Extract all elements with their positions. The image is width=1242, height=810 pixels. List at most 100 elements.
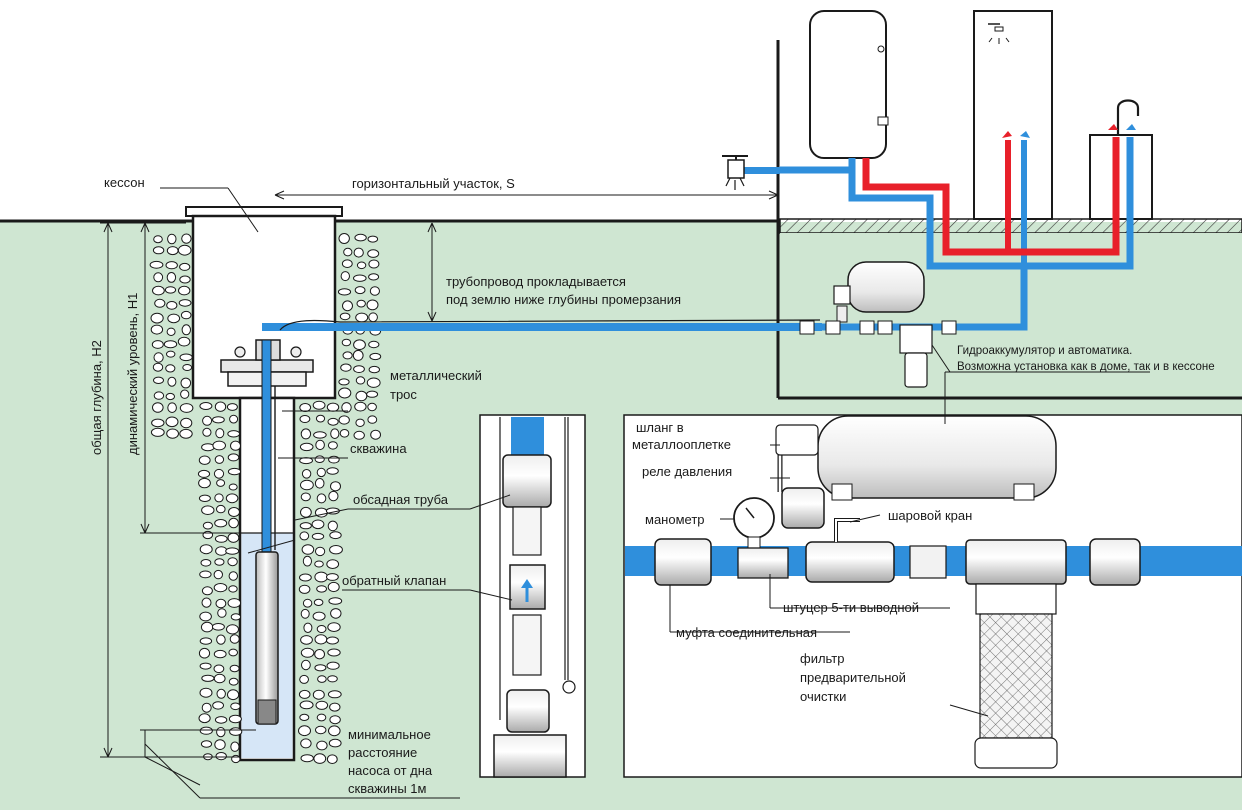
gravel-stone <box>312 400 326 410</box>
gravel-stone <box>315 546 326 557</box>
gravel-stone <box>229 634 240 644</box>
label-well: скважина <box>350 441 407 456</box>
gravel-stone <box>177 244 192 256</box>
gravel-stone <box>299 522 312 530</box>
gravel-stone <box>199 611 212 622</box>
gravel-stone <box>327 648 341 657</box>
gravel-stone <box>302 598 313 608</box>
gravel-stone <box>165 416 179 428</box>
label-accumulator-line1: Гидроаккумулятор и автоматика. <box>957 345 1132 357</box>
gravel-stone <box>152 362 164 372</box>
gravel-stone <box>311 519 325 530</box>
label-pipeline-line2: под землю ниже глубины промерзания <box>446 292 681 307</box>
label-min-distance-line4: скважины 1м <box>348 781 427 796</box>
gravel-stone <box>317 675 327 683</box>
gravel-stone <box>214 401 227 412</box>
label-casing-pipe: обсадная труба <box>353 492 449 507</box>
gravel-stone <box>227 430 241 438</box>
gravel-stone <box>337 288 352 296</box>
gravel-stone <box>198 713 211 724</box>
gravel-stone <box>178 299 192 307</box>
gravel-stone <box>343 247 353 257</box>
gravel-stone <box>227 689 240 701</box>
gravel-stone <box>216 634 226 645</box>
gravel-stone <box>166 327 176 336</box>
gravel-stone <box>153 352 164 363</box>
accumulator-small <box>799 261 957 388</box>
gravel-stone <box>213 649 227 659</box>
gravel-stone <box>199 637 213 645</box>
label-accumulator-line2: Возможна установка как в доме, так и в к… <box>957 361 1215 373</box>
gravel-stone <box>316 493 327 504</box>
gravel-stone <box>167 233 177 245</box>
gravel-stone <box>327 690 342 699</box>
gravel-stone <box>214 535 228 543</box>
gravel-stone <box>355 376 366 385</box>
gravel-stone <box>151 418 165 428</box>
gravel-stone <box>166 272 177 283</box>
gravel-stone <box>329 531 342 540</box>
gravel-stone <box>198 647 211 659</box>
gravel-stone <box>328 725 341 737</box>
gravel-stone <box>314 571 329 583</box>
gravel-stone <box>211 623 225 631</box>
gravel-stone <box>300 608 310 619</box>
gravel-stone <box>327 622 341 632</box>
gravel-stone <box>329 702 341 712</box>
gravel-stone <box>198 494 211 502</box>
gravel-stone <box>315 439 325 451</box>
gravel-stone <box>368 312 378 323</box>
gravel-stone <box>215 428 225 439</box>
gravel-stone <box>326 573 339 581</box>
gravel-stone <box>151 340 164 349</box>
gravel-stone <box>150 324 164 335</box>
gravel-stone <box>300 492 311 502</box>
gravel-stone <box>327 520 338 532</box>
gravel-stone <box>165 392 176 401</box>
shower-valves-icon <box>1002 131 1030 138</box>
gravel-stone <box>368 273 380 281</box>
gravel-stone <box>228 585 238 593</box>
gravel-stone <box>326 661 340 670</box>
gravel-stone <box>314 560 324 568</box>
label-filter-line1: фильтр <box>800 651 844 666</box>
gravel-stone <box>316 625 327 633</box>
gravel-stone <box>327 675 338 683</box>
gravel-stone <box>326 402 340 412</box>
gravel-stone <box>366 299 379 311</box>
gravel-stone <box>202 530 214 540</box>
gravel-stone <box>330 608 342 619</box>
gravel-stone <box>369 352 382 361</box>
gravel-stone <box>368 340 380 349</box>
gravel-stone <box>197 469 211 478</box>
gravel-stone <box>301 469 312 479</box>
gravel-stone <box>216 479 226 487</box>
gravel-stone <box>200 559 212 567</box>
gravel-stone <box>216 727 226 738</box>
automation-detail <box>625 415 1242 769</box>
label-metal-cable-line2: трос <box>390 387 417 402</box>
gravel-stone <box>201 443 215 452</box>
gravel-stone <box>338 233 350 244</box>
gravel-stone <box>198 455 211 465</box>
gravel-stone <box>152 246 165 255</box>
gravel-stone <box>199 402 213 410</box>
gravel-stone <box>338 387 352 399</box>
gravel-stone <box>227 532 240 543</box>
gravel-stone <box>300 428 312 440</box>
gravel-stone <box>366 377 381 388</box>
gravel-stone <box>228 714 242 724</box>
gravel-stone <box>179 262 191 271</box>
gravel-stone <box>154 298 166 308</box>
water-heater-indicator <box>877 116 889 126</box>
gravel-stone <box>300 635 313 645</box>
gravel-stone <box>328 455 340 464</box>
gravel-stone <box>315 700 329 710</box>
gravel-stones <box>149 233 382 765</box>
gravel-stone <box>181 324 192 336</box>
gravel-stone <box>298 725 311 737</box>
check-valve-detail <box>493 417 576 778</box>
gravel-stone <box>300 506 312 518</box>
gravel-stone <box>330 481 341 492</box>
